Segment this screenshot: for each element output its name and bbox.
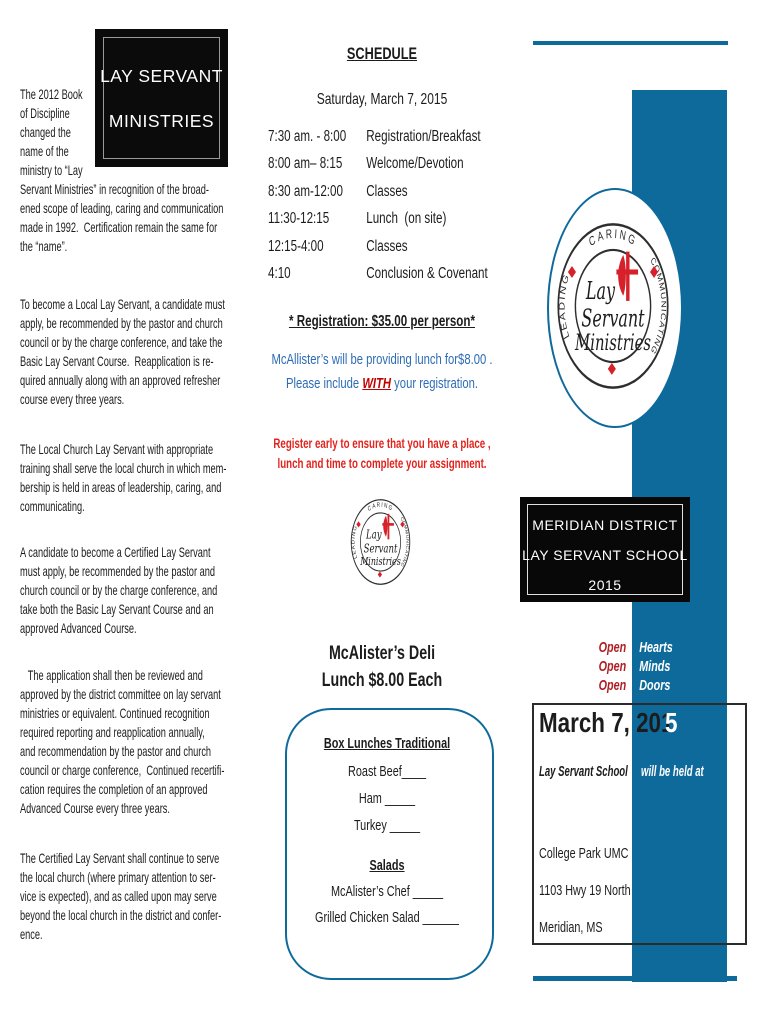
about-paragraph-4: A candidate to become a Certified Lay Se…: [20, 544, 218, 636]
open-row: Open Doors: [560, 677, 762, 696]
schedule-time: 8:30 am-12:00: [268, 182, 343, 200]
menu-item-turkey: Turkey _____: [353, 818, 421, 834]
menu-item-ham: Ham _____: [358, 791, 416, 807]
open-row: Open Hearts: [560, 639, 762, 658]
cross-icon: [387, 513, 390, 540]
include-note: Please include WITH your registration.: [238, 375, 526, 392]
bottom-rule: [533, 976, 737, 981]
schedule-table: 7:30 am. - 8:00 Registration/Breakfast 8…: [268, 128, 556, 292]
include-emphasis: WITH: [362, 375, 392, 392]
open-hearts-minds-doors: Open Hearts Open Minds Open Doors: [560, 639, 762, 697]
about-paragraph-1: The 2012 Book of Discipline changed the …: [20, 86, 224, 254]
lay-servant-seal-small: CARING COMMUNICATING LEADING Lay Servant…: [350, 499, 411, 585]
school-box-inner-border: [527, 504, 683, 595]
seal-arc-top: CARING: [367, 502, 393, 513]
svg-text:LEADING: LEADING: [351, 524, 358, 560]
banner-line2: MINISTRIES: [108, 111, 215, 131]
schedule-row: 4:10 Conclusion & Covenant: [268, 265, 556, 292]
svg-text:LEADING: LEADING: [558, 271, 571, 340]
salads-heading: Salads: [369, 858, 405, 874]
seal-arc-left: LEADING: [558, 271, 570, 340]
school-box-text: MERIDIAN DISTRICT LAY SERVANT SCHOOL 201…: [522, 517, 688, 593]
top-rule: [533, 41, 728, 45]
lunch-order-box: [285, 708, 494, 980]
schedule-row: 8:30 am-12:00 Classes: [268, 183, 556, 210]
cross-icon: [626, 251, 630, 301]
schedule-activity: Welcome/Devotion: [366, 155, 464, 173]
schedule-activity: Conclusion & Covenant: [366, 264, 488, 282]
event-date-overlay: 5: [665, 707, 678, 738]
venue-address: College Park UMC 1103 Hwy 19 North Merid…: [539, 845, 631, 936]
schedule-date: Saturday, March 7, 2015: [316, 91, 448, 108]
event-info-box: [532, 703, 747, 945]
schedule-activity: Classes: [366, 237, 408, 255]
deli-title: McAlister’s Deli Lunch $8.00 Each: [321, 643, 443, 691]
open-row: Open Minds: [560, 658, 762, 677]
about-paragraph-2: To become a Local Lay Servant, a candida…: [20, 296, 225, 407]
schedule-activity: Lunch (on site): [366, 210, 447, 228]
lunch-note: McAllister’s will be providing lunch for…: [271, 351, 493, 368]
event-date: March 7, 201: [539, 707, 674, 738]
open-word: Doors: [639, 677, 671, 695]
cross-icon: [616, 269, 639, 275]
seal-center-line3: Ministries: [574, 331, 651, 356]
schedule-row: 11:30-12:15 Lunch (on site): [268, 210, 556, 237]
schedule-activity: Registration/Breakfast: [366, 128, 481, 145]
seal-center-line2: Servant: [581, 304, 645, 332]
banner-line1: LAY SERVANT: [100, 66, 223, 86]
about-paragraph-6: The Certified Lay Servant shall continue…: [20, 850, 222, 942]
menu-item-chef-salad: McAlister’s Chef _____: [330, 884, 444, 900]
open-label: Open: [598, 658, 627, 676]
registration-fee: * Registration: $35.00 per person*: [288, 313, 476, 330]
open-word: Minds: [639, 658, 671, 676]
banner-inner-border: [103, 37, 220, 159]
open-word: Hearts: [639, 639, 673, 656]
schedule-row: 8:00 am– 8:15 Welcome/Devotion: [268, 155, 556, 182]
schedule-time: 8:00 am– 8:15: [268, 155, 343, 173]
schedule-activity: Classes: [366, 182, 408, 200]
about-paragraph-5: The application shall then be reviewed a…: [20, 667, 225, 816]
meridian-district-box: MERIDIAN DISTRICT LAY SERVANT SCHOOL 201…: [520, 497, 690, 602]
open-label: Open: [598, 639, 627, 656]
menu-item-roast-beef: Roast Beef____: [348, 764, 426, 780]
seal-arc-left: LEADING: [351, 524, 358, 560]
schedule-row: 12:15-4:00 Classes: [268, 238, 556, 265]
schedule-time: 7:30 am. - 8:00: [268, 128, 347, 145]
schedule-time: 12:15-4:00: [268, 237, 324, 255]
lay-servant-seal-large: CARING COMMUNICATING LEADING Lay Servant…: [557, 223, 669, 389]
held-at-label-white: will be held at: [641, 764, 704, 780]
flame-icon: [618, 255, 626, 296]
include-prefix: Please include: [286, 375, 363, 392]
about-paragraph-3: The Local Church Lay Servant with approp…: [20, 441, 227, 514]
seal-center-line2: Servant: [364, 542, 398, 556]
schedule-title: SCHEDULE: [346, 44, 418, 63]
cross-icon: [382, 523, 394, 526]
schedule-time: 4:10: [268, 264, 291, 282]
svg-text:CARING: CARING: [367, 502, 394, 513]
box-lunches-heading: Box Lunches Traditional: [323, 736, 451, 752]
flame-icon: [383, 515, 388, 537]
seal-center-line1: Lay: [365, 528, 382, 542]
include-suffix: your registration.: [391, 375, 478, 392]
schedule-row: 7:30 am. - 8:00 Registration/Breakfast: [268, 128, 556, 155]
lay-servant-ministries-banner: LAY SERVANT MINISTRIES: [95, 29, 228, 167]
schedule-time: 11:30-12:15: [268, 210, 330, 228]
register-early-note: Register early to ensure that you have a…: [273, 436, 491, 471]
seal-center-line1: Lay: [585, 277, 615, 305]
open-label: Open: [598, 677, 627, 695]
seal-center-line3: Ministries: [359, 556, 400, 569]
menu-item-grilled-chicken-salad: Grilled Chicken Salad ______: [315, 910, 459, 926]
held-at-label-black: Lay Servant School: [539, 764, 628, 780]
